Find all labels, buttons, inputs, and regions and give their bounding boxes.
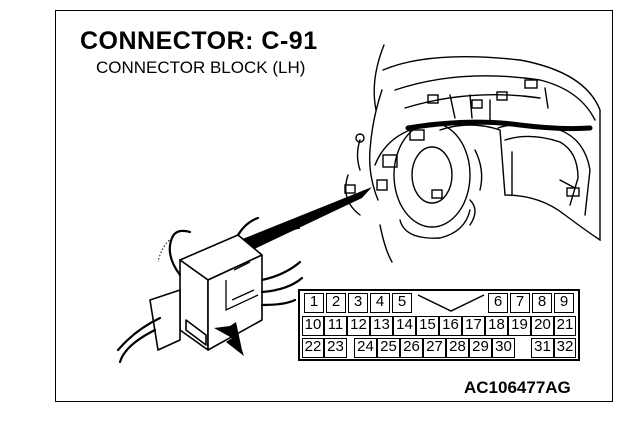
pin-cell: 9 — [554, 293, 574, 313]
pin-cell: 8 — [532, 293, 552, 313]
pin-cell: 26 — [400, 338, 423, 358]
pin-cell: 12 — [347, 316, 370, 336]
figure-code: AC106477AG — [464, 378, 571, 397]
pin-cell: 22 — [302, 338, 324, 358]
pin-cell: 30 — [492, 338, 515, 358]
pin-cell: 15 — [416, 316, 439, 336]
pin-cell: 1 — [304, 293, 324, 313]
pin-cell: 2 — [326, 293, 346, 313]
connector-subtitle: CONNECTOR BLOCK (LH) — [96, 58, 306, 77]
pin-cell: 3 — [348, 293, 368, 313]
pin-cell: 29 — [469, 338, 492, 358]
leader-arrow — [240, 187, 372, 252]
pin-cell: 11 — [324, 316, 347, 336]
pin-cell: 13 — [370, 316, 393, 336]
pin-cell: 23 — [324, 338, 347, 358]
pin-cell: 27 — [423, 338, 446, 358]
pin-cell: 19 — [508, 316, 531, 336]
pin-cell: 28 — [446, 338, 469, 358]
connector-title: CONNECTOR: C-91 — [80, 27, 318, 55]
pin-cell: 4 — [370, 293, 390, 313]
pin-cell: 21 — [554, 316, 576, 336]
pin-cell: 25 — [377, 338, 400, 358]
pin-cell: 24 — [354, 338, 377, 358]
pin-cell: 10 — [302, 316, 324, 336]
pin-cell: 14 — [393, 316, 416, 336]
pin-cell: 17 — [462, 316, 485, 336]
pointer-arrow — [214, 322, 244, 356]
pin-cell: 5 — [392, 293, 412, 313]
dashboard-outline — [382, 55, 601, 242]
pin-cell: 20 — [531, 316, 554, 336]
pin-cell: 31 — [531, 338, 554, 358]
pin-cell: 32 — [554, 338, 576, 358]
pin-cell: 6 — [488, 293, 508, 313]
pin-cell: 16 — [439, 316, 462, 336]
pin-cell: 18 — [485, 316, 508, 336]
main-harness — [405, 119, 593, 132]
connector-block-side — [207, 254, 263, 351]
steering-column — [393, 122, 471, 228]
pin-cell: 7 — [510, 293, 530, 313]
connector-pin-table: 1 2 3 4 5 6 7 8 9 10 11 12 13 14 15 16 1… — [298, 289, 580, 361]
key-slot — [416, 293, 486, 313]
